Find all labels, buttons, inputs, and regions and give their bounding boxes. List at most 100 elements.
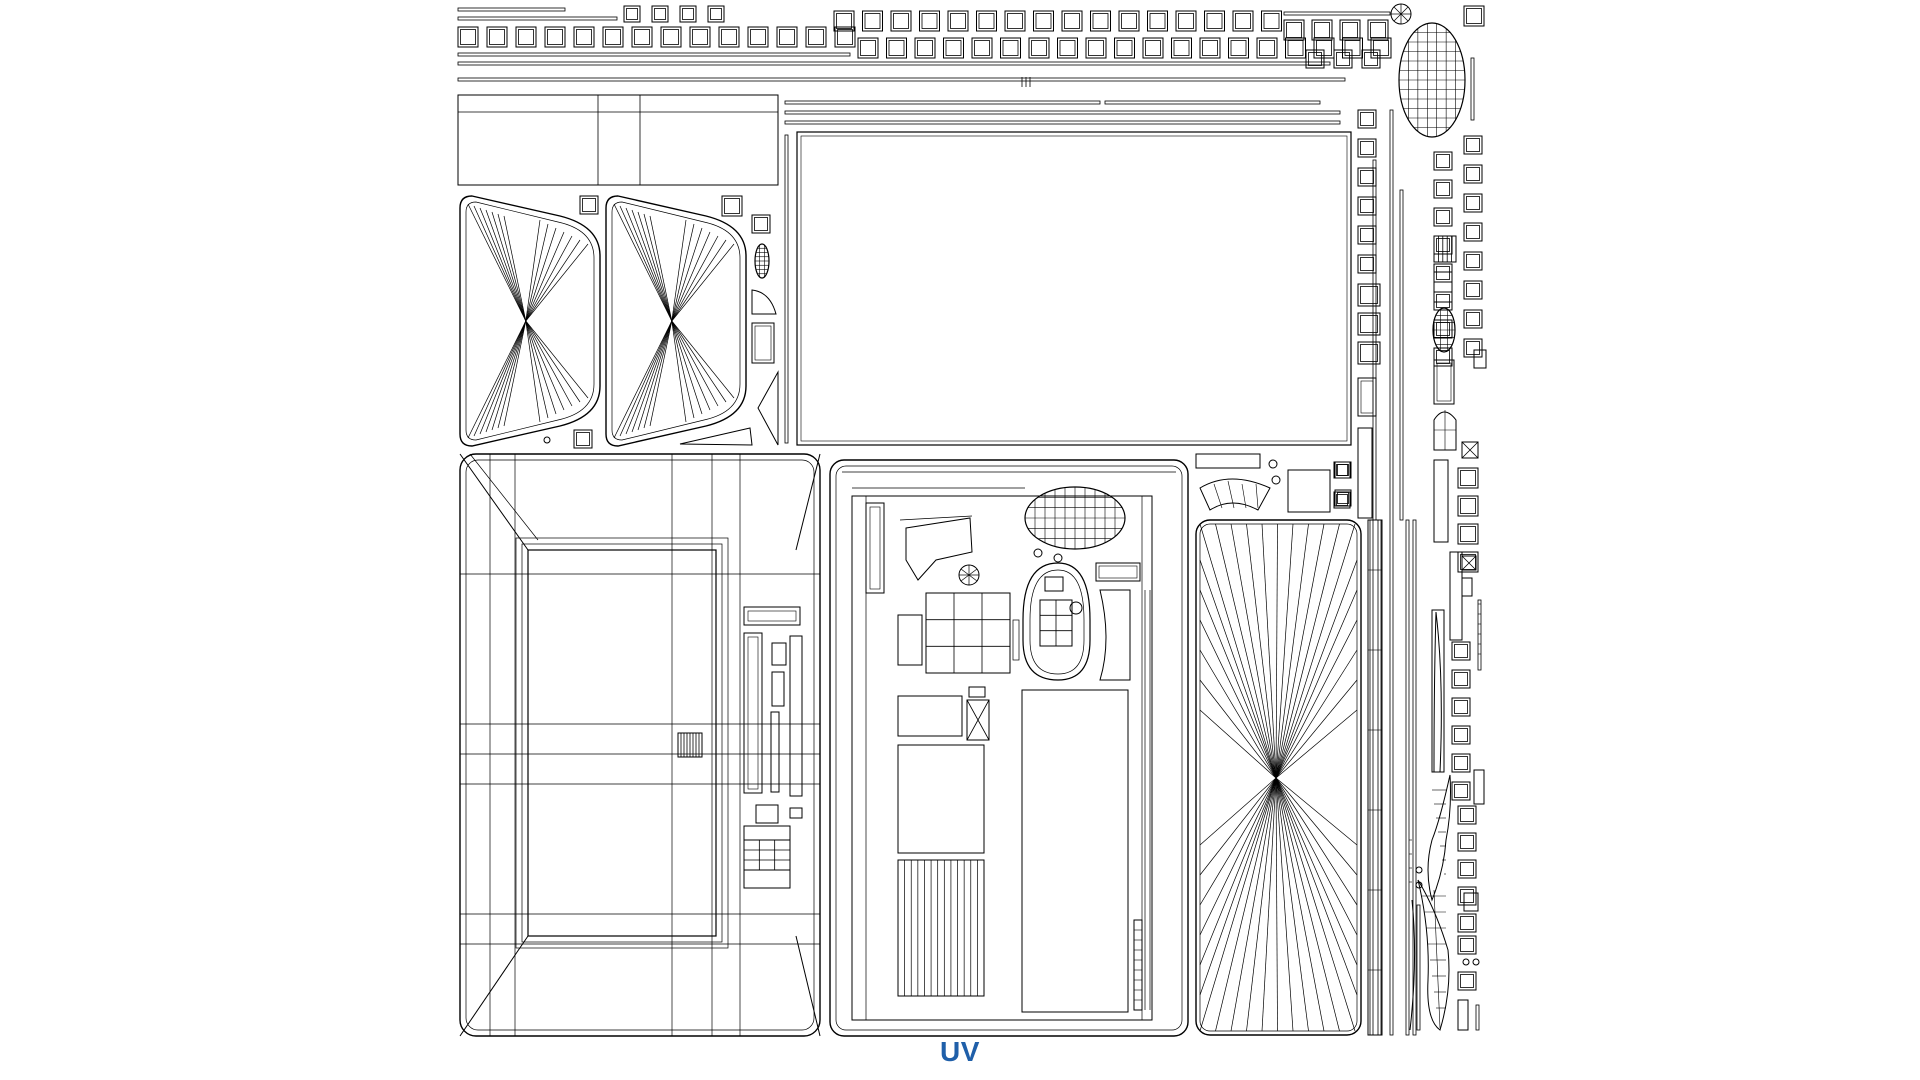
far-right-tile	[1460, 938, 1474, 952]
far-right-tile	[1466, 283, 1480, 297]
top-tile-row-2	[1092, 13, 1109, 29]
top-small-tile	[707, 5, 725, 23]
hourglass-island-left	[503, 320, 527, 427]
far-right-tile	[1433, 151, 1453, 171]
tall-hourglass-fan	[1199, 679, 1277, 779]
far-right-strip	[1475, 1004, 1480, 1031]
top-tile-row-3	[1173, 40, 1190, 56]
top-tile-row-3	[974, 40, 990, 56]
far-right-tile	[1457, 913, 1477, 933]
rounded-cavity-island	[1022, 562, 1091, 681]
small-tile	[754, 217, 768, 231]
top-tile-row-1	[576, 29, 592, 45]
detail-round-fan	[968, 568, 978, 576]
small-tile	[721, 195, 743, 217]
top-right-tile	[1336, 52, 1350, 66]
pin-marker	[1053, 553, 1063, 563]
far-right-tile	[1460, 835, 1474, 849]
far-right-tile	[1457, 971, 1477, 991]
hourglass-island-left	[465, 201, 595, 441]
top-tile-row-1	[750, 29, 766, 45]
hourglass-island-left	[525, 219, 541, 322]
detail-slot	[865, 502, 885, 594]
top-tile-row-1	[460, 29, 476, 45]
top-tile-row-3	[1059, 40, 1076, 56]
small-rect-island	[751, 322, 775, 364]
hourglass-island-right	[671, 219, 687, 322]
top-tile-row-3	[1145, 40, 1161, 56]
hourglass-island-right	[649, 215, 673, 322]
uv-edge	[1461, 555, 1477, 571]
pin-marker	[543, 436, 551, 444]
hourglass-island-right	[671, 320, 711, 411]
top-tile-row-2	[1064, 13, 1080, 29]
small-tile	[1333, 461, 1351, 479]
detail-panel-body	[851, 495, 1153, 1021]
top-tile-row-2	[919, 10, 940, 32]
detail-slot	[869, 506, 881, 590]
top-tile-row-3	[1370, 37, 1392, 59]
top-tile-row-3	[1031, 40, 1047, 56]
small-tile	[1473, 349, 1487, 369]
top-tile-row-3	[1285, 37, 1306, 59]
top-tile-row-1	[631, 26, 653, 48]
top-tile-row-1	[689, 26, 711, 48]
detail-angled-island	[905, 517, 973, 581]
far-right-tile	[1457, 495, 1479, 517]
curved-strip-island	[1199, 478, 1271, 511]
large-uv-rectangle	[800, 135, 1348, 442]
far-right-tile	[1457, 467, 1479, 489]
far-right-tile	[1463, 164, 1483, 184]
curved-strip-island	[1241, 483, 1247, 509]
top-tile-row-2	[1035, 13, 1052, 29]
tall-hourglass-fan	[1275, 777, 1356, 1032]
small-tile	[1336, 464, 1348, 476]
far-right-tile	[1433, 347, 1453, 367]
top-right-tile	[1367, 19, 1389, 41]
top-tile-row-2	[1149, 13, 1166, 29]
side-slot	[771, 642, 787, 666]
right-column-tile	[1360, 286, 1378, 304]
hourglass-island-left	[479, 207, 527, 322]
top-small-tile	[710, 8, 722, 20]
hourglass-island-right	[671, 235, 719, 322]
hourglass-island-left	[525, 320, 589, 399]
far-right-tile	[1433, 319, 1453, 339]
small-triangle-island	[757, 370, 779, 446]
top-right-tile	[1361, 49, 1381, 69]
tall-hourglass-fan	[1275, 777, 1358, 966]
tall-hourglass-fan	[1275, 709, 1358, 779]
top-left-panel	[457, 94, 779, 186]
top-tile-row-1	[747, 26, 769, 48]
top-tile-row-2	[862, 10, 883, 32]
top-small-tile	[623, 5, 641, 23]
far-right-tile	[1457, 523, 1479, 545]
top-tile-row-1	[518, 29, 534, 45]
top-tile-row-3	[1142, 37, 1164, 59]
tall-hourglass-fan	[1261, 523, 1277, 779]
top-tile-row-3	[1000, 37, 1021, 59]
far-right-strip	[1470, 57, 1475, 121]
top-tile-row-3	[888, 40, 905, 56]
tall-hourglass-fan	[1275, 777, 1358, 996]
top-tile-row-3	[1199, 37, 1221, 59]
uv-caption: UV	[940, 1036, 980, 1067]
hourglass-island-right	[619, 320, 673, 437]
top-tile-row-2	[1175, 10, 1197, 32]
top-tile-row-2	[1090, 10, 1111, 32]
tall-hourglass-fan	[1275, 523, 1356, 779]
far-right-tile	[1466, 138, 1480, 152]
tall-hourglass-fan	[1199, 777, 1277, 996]
hourglass-island-left	[497, 320, 527, 429]
far-right-strip	[1449, 551, 1463, 641]
top-tile-row-1	[457, 26, 479, 48]
top-tile-row-3	[1373, 40, 1389, 56]
right-column-tile	[1357, 138, 1377, 158]
tall-hourglass-fan	[1275, 523, 1325, 779]
top-tile-row-2	[1033, 10, 1054, 32]
far-right-tile	[1466, 8, 1482, 24]
detail-slot	[897, 695, 963, 737]
hourglass-island-left	[467, 320, 527, 439]
tall-hourglass-fan	[1275, 523, 1278, 779]
top-tile-row-2	[833, 10, 855, 32]
